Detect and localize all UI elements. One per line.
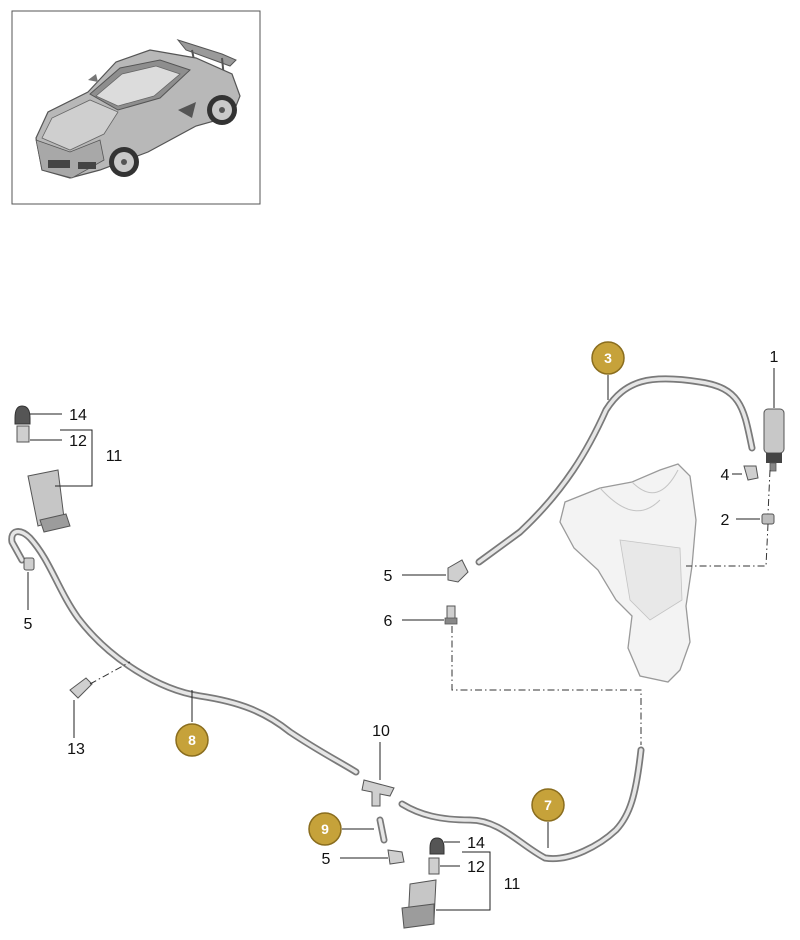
callout-5-top[interactable]: 5: [384, 568, 393, 585]
part-5-elbow-bottom[interactable]: [387, 849, 405, 865]
callout-2[interactable]: 2: [721, 512, 730, 529]
part-5-clip-left[interactable]: [23, 557, 35, 571]
car-icon: [35, 39, 241, 179]
callout-5-bottom[interactable]: 5: [322, 851, 331, 868]
t-connector-10[interactable]: [361, 779, 395, 807]
badge-7-circle: [531, 788, 565, 822]
part-2-grommet[interactable]: [761, 513, 775, 525]
leader-lines: [27, 368, 775, 911]
badge-9-circle: [308, 812, 342, 846]
callout-badge-7[interactable]: 7: [531, 788, 565, 822]
callout-badge-8[interactable]: 8: [175, 723, 209, 757]
callout-10[interactable]: 10: [372, 723, 390, 740]
badge-8-circle: [175, 723, 209, 757]
part-4-connector[interactable]: [743, 465, 759, 481]
washer-pump-1[interactable]: [763, 408, 785, 472]
adapter-12-left[interactable]: [16, 425, 30, 443]
nozzle-cylinder-11-bottom[interactable]: [401, 879, 437, 929]
hose-piece-9[interactable]: [376, 816, 388, 844]
badge-3-label: 3: [604, 350, 612, 366]
callout-1[interactable]: 1: [770, 349, 779, 366]
hose-7[interactable]: [398, 746, 645, 863]
callout-11-bottom[interactable]: 11: [504, 876, 521, 893]
assembly-lines: [89, 469, 771, 745]
nozzle-cylinder-11-left[interactable]: [27, 469, 71, 533]
callout-badge-9[interactable]: 9: [308, 812, 342, 846]
callout-11-left[interactable]: 11: [106, 448, 123, 465]
car-thumbnail[interactable]: [11, 10, 261, 205]
part-13-holder[interactable]: [69, 677, 93, 699]
callout-12-bottom[interactable]: 12: [467, 859, 485, 876]
nozzle-cap-14-bottom[interactable]: [429, 837, 445, 855]
badge-9-label: 9: [321, 821, 329, 837]
hose-3[interactable]: [475, 375, 756, 566]
washer-fluid-reservoir[interactable]: [559, 463, 697, 683]
callout-12-left[interactable]: 12: [69, 433, 87, 450]
badge-7-label: 7: [544, 797, 552, 813]
callout-14-left[interactable]: 14: [69, 407, 87, 424]
callout-14-bottom[interactable]: 14: [467, 835, 485, 852]
badge-8-label: 8: [188, 732, 196, 748]
callout-13[interactable]: 13: [67, 741, 85, 758]
part-5-elbow-top[interactable]: [447, 559, 469, 583]
part-6-valve[interactable]: [444, 605, 458, 625]
callout-4[interactable]: 4: [721, 467, 730, 484]
hose-8[interactable]: [8, 528, 360, 776]
callout-5-left[interactable]: 5: [24, 616, 33, 633]
nozzle-cap-14-left[interactable]: [14, 405, 31, 425]
callout-badge-3[interactable]: 3: [591, 341, 625, 375]
adapter-12-bottom[interactable]: [428, 857, 440, 875]
callout-6[interactable]: 6: [384, 613, 393, 630]
badge-3-circle: [591, 341, 625, 375]
